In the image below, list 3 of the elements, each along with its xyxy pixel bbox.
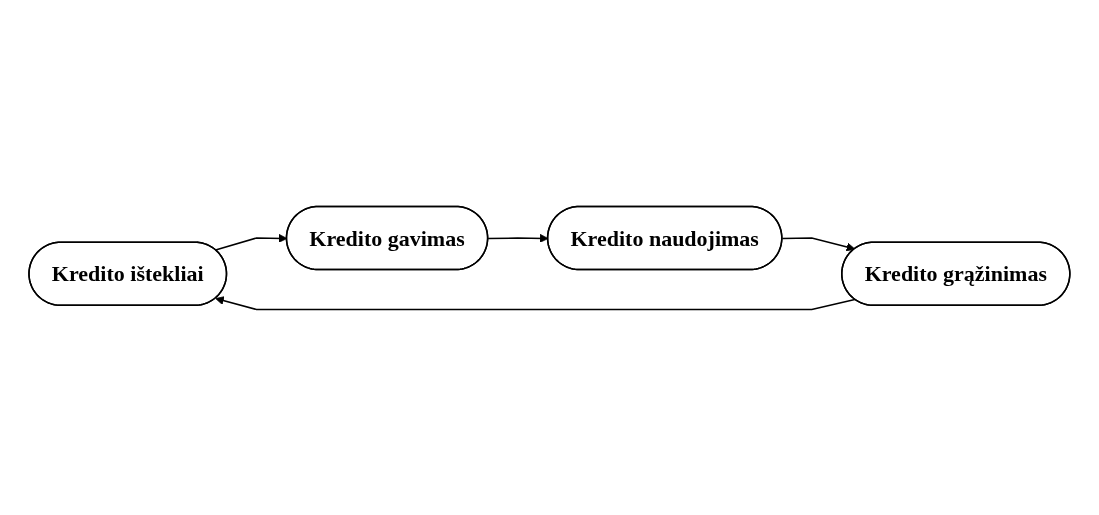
arrow [781,236,856,251]
arrow [215,295,856,310]
arrow [214,233,288,251]
